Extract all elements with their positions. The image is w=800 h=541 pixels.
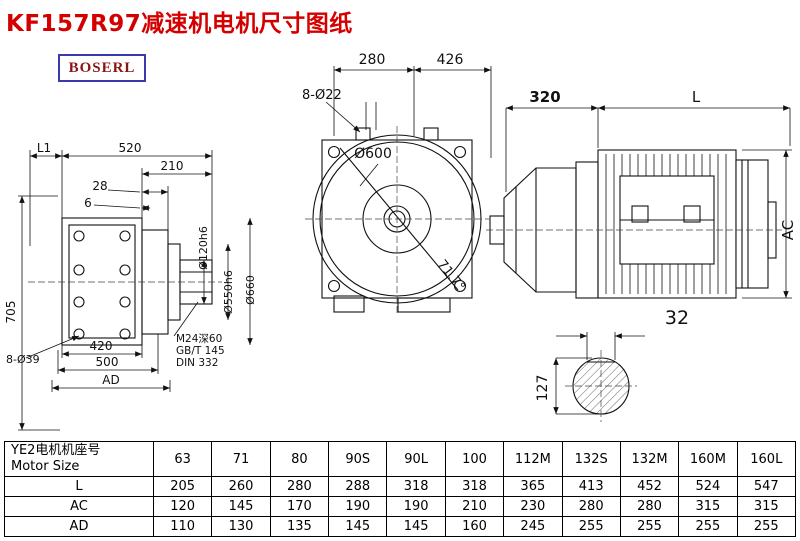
table-header-cn: YE2电机机座号 [11,443,101,458]
note-gbt: GB/T 145 [176,345,225,357]
dim-8-d22: 8-Ø22 [302,88,342,103]
dim-d550: Ø550h6 [222,270,235,314]
dimension-cell: 288 [328,476,388,497]
dimension-cell: 190 [386,496,446,517]
dim-angle: 71.7° [434,257,468,294]
dimension-cell: 255 [561,516,621,537]
column-header: 132M [619,441,680,477]
dimension-cell: 145 [386,516,446,537]
brand-logo-text: BOSERL [68,59,136,76]
dimension-cell: 255 [619,516,680,537]
dim-l: L [692,88,701,106]
column-header: 90S [328,441,388,477]
dimension-cell: 315 [678,496,738,517]
row-label: AD [4,516,154,537]
dimension-cell: 260 [211,476,271,497]
column-header: 71 [211,441,271,477]
dimension-cell: 315 [736,496,797,517]
dim-426: 426 [437,52,464,68]
table-header-motor-size: YE2电机机座号 Motor Size [4,441,154,477]
row-label: AC [4,496,154,517]
dim-ac: AC [779,220,797,240]
dimension-cell: 280 [619,496,680,517]
dim-320: 320 [529,88,560,106]
column-header: 112M [503,441,563,477]
dimension-cell: 130 [211,516,271,537]
brand-logo: BOSERL [58,54,146,82]
dimension-cell: 524 [678,476,738,497]
column-header: 132S [561,441,621,477]
dimension-cell: 280 [561,496,621,517]
dim-6: 6 [84,196,92,210]
dim-705: 705 [4,301,18,324]
dimension-cell: 413 [561,476,621,497]
dim-32: 32 [665,307,689,329]
dimension-cell: 190 [328,496,388,517]
dim-d660: Ø660 [244,275,257,305]
dimension-cell: 205 [152,476,213,497]
shaft-view-dimension-lines [553,332,645,415]
left-side-view [28,217,222,346]
dim-210: 210 [161,159,184,173]
dimension-cell: 210 [444,496,505,517]
dimension-cell: 318 [444,476,505,497]
left-view-dimension-lines [18,150,253,431]
dim-127: 127 [535,375,551,402]
dimension-cell: 452 [619,476,680,497]
dim-280: 280 [359,52,386,68]
dimension-cell: 255 [736,516,797,537]
column-header: 90L [386,441,446,477]
dim-28: 28 [92,179,107,193]
motor-view-dimension-lines [505,105,792,299]
dim-d600: Ø600 [354,146,392,162]
column-header: 80 [269,441,330,477]
row-label: L [4,476,154,497]
dimension-cell: 280 [269,476,330,497]
note-thread: M24深60 [176,333,222,345]
column-header: 160M [678,441,738,477]
dim-420: 420 [90,339,113,353]
dimension-cell: 160 [444,516,505,537]
note-din: DIN 332 [176,357,218,369]
dim-8-d39: 8-Ø39 [6,353,40,366]
dimension-cell: 255 [678,516,738,537]
shaft-end-view [565,350,637,422]
table-header-en: Motor Size [11,459,80,474]
dimension-cell: 145 [328,516,388,537]
dimension-cell: 135 [269,516,330,537]
dimension-cell: 170 [269,496,330,517]
dimension-cell: 245 [503,516,563,537]
dimension-cell: 365 [503,476,563,497]
front-view-dimension-lines [325,66,492,187]
dim-520: 520 [119,141,142,155]
front-view [305,126,489,316]
dimension-cell: 547 [736,476,797,497]
dim-d120: Ø120h6 [197,226,210,270]
dim-l1: L1 [37,141,51,155]
dimension-cell: 318 [386,476,446,497]
motor-side-view [486,149,782,299]
column-header: 63 [152,441,213,477]
dimension-cell: 230 [503,496,563,517]
dim-500: 500 [96,355,119,369]
page-title: KF157R97减速机电机尺寸图纸 [6,11,353,37]
column-header: 160L [736,441,797,477]
column-header: 100 [444,441,505,477]
dimension-cell: 145 [211,496,271,517]
dimension-cell: 120 [152,496,213,517]
dim-ad: AD [102,373,119,387]
dimension-cell: 110 [152,516,213,537]
